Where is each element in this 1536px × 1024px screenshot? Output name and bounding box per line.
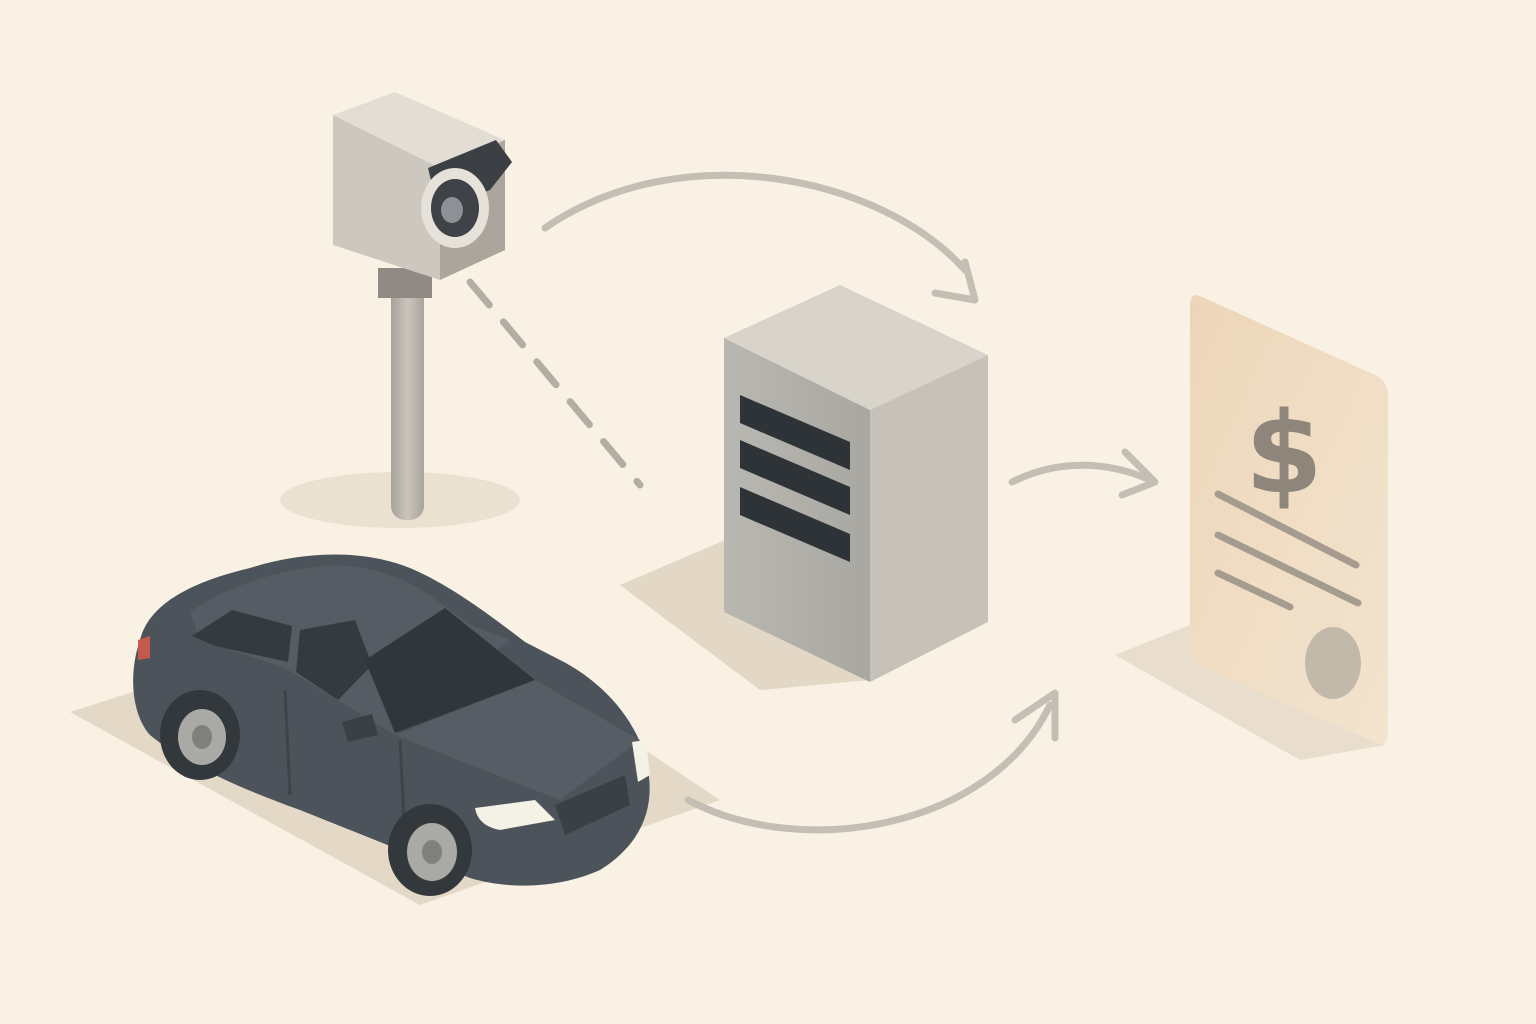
- flow-arrow-icon: [1008, 461, 1154, 486]
- car-mirror: [342, 714, 378, 742]
- server-side: [870, 355, 988, 682]
- server-slot: [740, 395, 850, 470]
- flow-arrow-head: [1118, 448, 1159, 499]
- server-icon: [724, 285, 988, 682]
- camera-housing-top: [333, 92, 505, 168]
- car-wheel-front: [388, 804, 472, 896]
- car-grille: [555, 775, 630, 835]
- ticket-text-lines: [1214, 490, 1362, 611]
- car-headlight: [475, 800, 555, 830]
- flow-arrow-icon: [541, 171, 969, 274]
- ticket-shadow: [1115, 625, 1385, 760]
- car-hood: [395, 680, 640, 800]
- camera-housing-left: [333, 115, 440, 280]
- car-windshield: [365, 608, 535, 733]
- ticket-dollar-sign: $: [1245, 389, 1323, 519]
- camera-detection-line: [466, 278, 644, 489]
- server-top: [724, 285, 988, 410]
- flow-arrow-icon: [684, 701, 1054, 834]
- car-window-front-side: [296, 620, 372, 700]
- car-taillight: [138, 636, 150, 660]
- server-slot: [740, 487, 850, 562]
- camera-pole: [391, 282, 424, 520]
- speed-camera-icon: [333, 92, 512, 520]
- car-door-line: [283, 689, 292, 796]
- car-headlight: [632, 740, 650, 782]
- ticket-seal: [1305, 627, 1361, 699]
- ticket-icon: $: [1190, 295, 1388, 744]
- server-slot: [740, 440, 850, 515]
- car-window-rear: [192, 610, 292, 662]
- flow-arrows: [541, 171, 1159, 834]
- car-wheel-rear: [160, 690, 240, 780]
- car-icon: [133, 554, 650, 896]
- flow-arrow-head: [931, 258, 979, 304]
- camera-lens-center: [441, 197, 463, 223]
- camera-pole-collar: [378, 268, 432, 298]
- flow-arrow-head: [1011, 689, 1059, 742]
